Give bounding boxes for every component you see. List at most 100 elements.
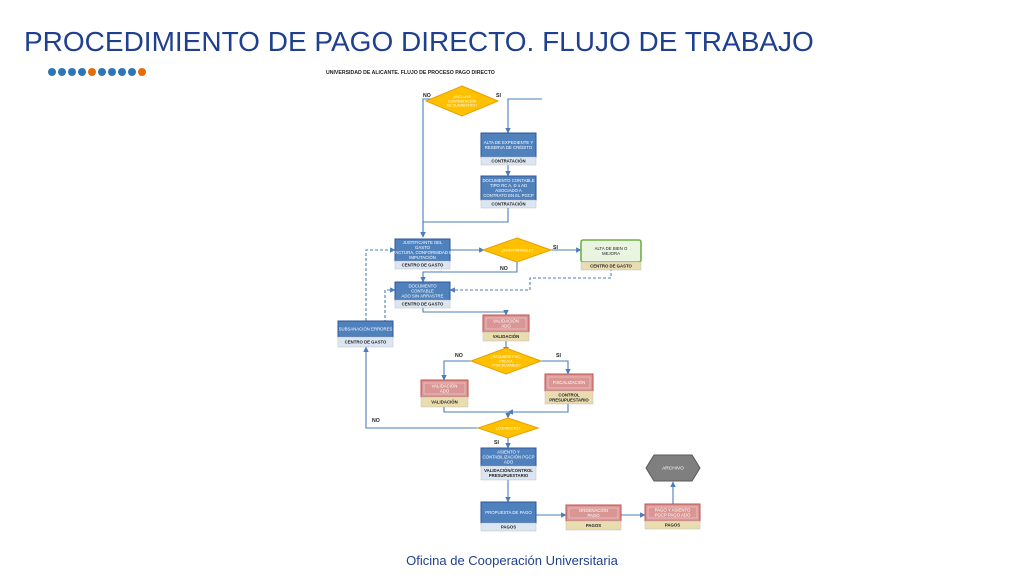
decision-label: NO: [372, 418, 380, 424]
d3-text: ¿REQUIERE FISC.: [490, 355, 521, 359]
connector-arrow: [443, 407, 511, 419]
p6-text: ASIENTO Y: [497, 449, 520, 454]
connector-arrow: [420, 98, 474, 238]
diagram-title: UNIVERSIDAD DE ALICANTE. FLUJO DE PROCES…: [326, 70, 495, 76]
r4-text: ORDENACIÓN: [579, 508, 608, 513]
p6-caption: VALIDACIÓN/CONTROL: [484, 468, 533, 473]
r3-inner-frame: [547, 376, 591, 389]
r2-caption: VALIDACIÓN: [431, 400, 457, 405]
r4-inner-frame: [568, 507, 619, 519]
decision-label: NO: [455, 353, 463, 359]
d3-text: / FISCALIZABLE?: [492, 364, 521, 368]
p3-caption-bg: [394, 260, 451, 270]
connector-arrow: [449, 268, 612, 293]
decor-dot: [58, 68, 66, 76]
p3-text: FACTURA, CONFORMIDAD E: [393, 250, 452, 255]
r2-text: ADO: [440, 389, 450, 394]
g1-text: MEJORA: [602, 251, 620, 256]
decision-label: SI: [494, 440, 499, 446]
decor-dot: [48, 68, 56, 76]
g1-caption-bg: [580, 261, 642, 271]
connector-arrow: [420, 208, 509, 238]
flow-connectors: [363, 98, 676, 518]
r2-text: VALIDACIÓN: [432, 383, 458, 388]
decor-dot: [108, 68, 116, 76]
p1-shape: [480, 132, 537, 158]
p3-text: JUSTIFICANTE DEL: [403, 240, 443, 245]
p7-caption: PAGOS: [501, 525, 516, 530]
decor-dot: [78, 68, 86, 76]
connector-arrow: [363, 346, 478, 429]
r2-caption-bg: [420, 396, 469, 408]
p2-text: DOCUMENTO CONTABLE: [482, 178, 534, 183]
p4-text: ADO SIN ARRASTRE: [401, 294, 443, 299]
d1-shape: [424, 85, 500, 117]
connector-arrow: [420, 262, 518, 283]
decor-dot: [88, 68, 96, 76]
p6-caption-bg: [480, 465, 537, 481]
r1-caption-bg: [482, 331, 530, 342]
r2-inner-frame: [423, 382, 466, 395]
arch-shape: [645, 454, 701, 482]
p3-caption: CENTRO DE GASTO: [402, 263, 444, 268]
decor-dot: [128, 68, 136, 76]
r3-caption: CONTROL: [558, 392, 580, 397]
p1-caption: CONTRATACIÓN: [491, 159, 525, 164]
r3-caption-bg: [544, 390, 594, 405]
r1-text: ADO: [501, 324, 511, 329]
arch-text: ARCHIVO: [662, 466, 684, 472]
p6-caption: PRESUPUESTARIO: [489, 473, 529, 478]
d4-shape: [476, 417, 540, 439]
p2-text: ASOCIADO A: [495, 188, 522, 193]
r5-text: PGCP PAGO ADO: [655, 513, 691, 518]
p2-caption-bg: [480, 199, 537, 209]
p7-text: PROPUESTA DE PAGO: [485, 510, 532, 515]
r5-inner-frame: [647, 506, 698, 519]
p4-text: DOCUMENTO: [408, 283, 437, 288]
connector-arrow: [422, 308, 509, 316]
d3-text: PREVIA: [499, 359, 513, 363]
d2-shape: [481, 237, 553, 263]
arch-node: ARCHIVO: [645, 454, 701, 482]
r1-caption: VALIDACIÓN: [493, 334, 519, 339]
d3-shape: [469, 347, 543, 375]
connector-arrow: [384, 287, 396, 336]
connector-arrow: [441, 360, 471, 381]
r4-caption: PAGOS: [586, 523, 601, 528]
d2-text: ¿INVENTARIABLE?: [501, 248, 533, 252]
connector-arrow: [365, 247, 396, 321]
g1-text: ALTA DE BIEN O: [595, 246, 628, 251]
decor-dot: [138, 68, 146, 76]
p4-text: CONTABLE: [411, 289, 434, 294]
p1-text: ALTA DE EXPEDIENTE Y: [484, 140, 534, 145]
p5-node: SUBSANACIÓN ERRORES CENTRO DE GASTO: [337, 320, 394, 348]
decor-dot: [68, 68, 76, 76]
d4-decision: ¿CORRECTO?: [476, 417, 540, 439]
p7-caption-bg: [480, 522, 537, 532]
d1-text: ¿INCLUYE: [453, 95, 471, 99]
r1-inner-frame: [485, 317, 527, 330]
p6-text: ADO: [504, 460, 514, 465]
p5-text: SUBSANACIÓN ERRORES: [339, 327, 393, 332]
p4-caption: CENTRO DE GASTO: [402, 302, 444, 307]
decision-label: NO: [423, 93, 431, 99]
decision-label: SI: [496, 93, 501, 99]
p2-caption: CONTRATACIÓN: [491, 202, 525, 207]
p5-caption: CENTRO DE GASTO: [345, 340, 387, 345]
p5-caption-bg: [337, 336, 394, 348]
p2-text: CONTRATO EN EL PGCP: [483, 193, 534, 198]
decor-dot: [118, 68, 126, 76]
r5-text: PAGO Y ASIENTO: [655, 507, 691, 512]
connector-arrow: [540, 360, 571, 375]
